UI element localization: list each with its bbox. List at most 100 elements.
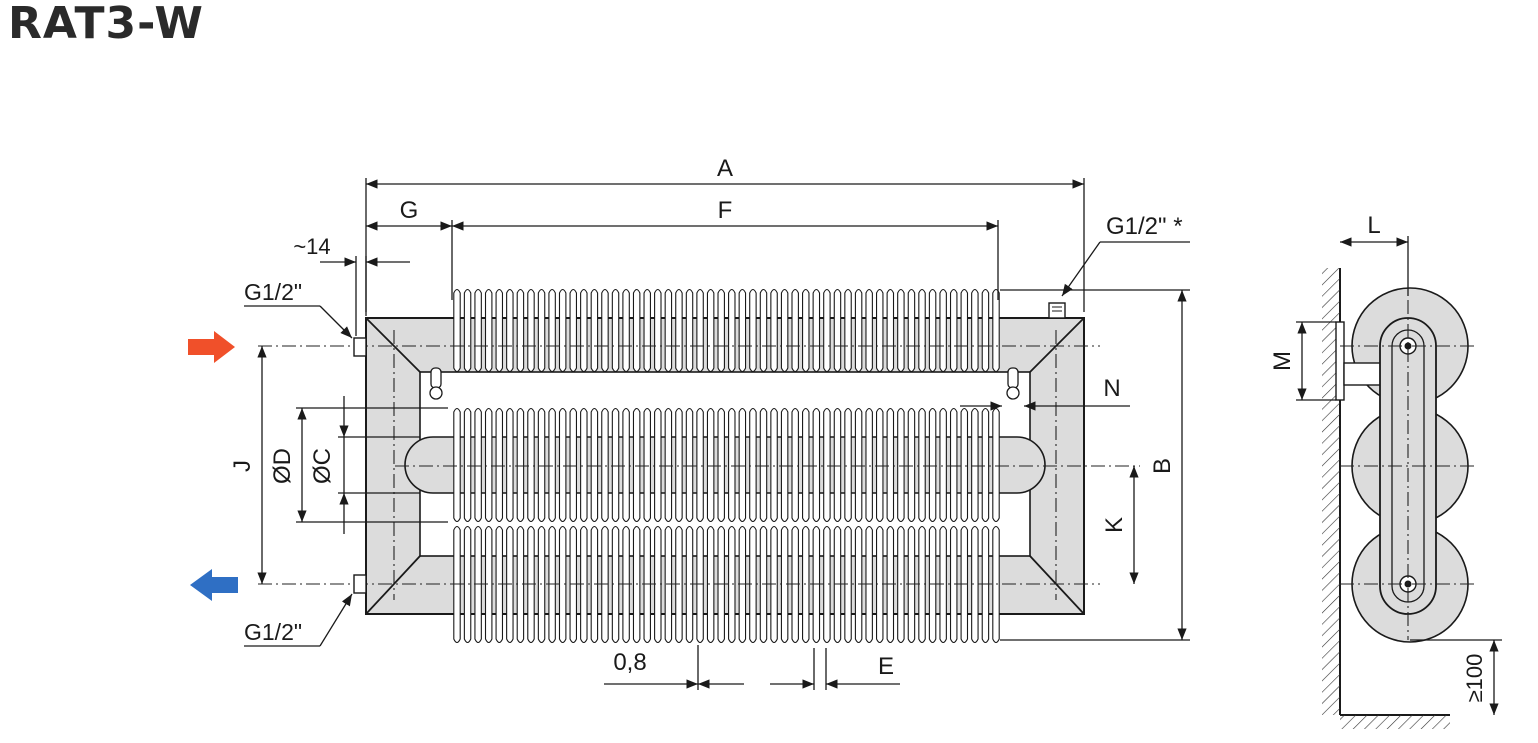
fin — [728, 288, 736, 373]
fin — [706, 288, 715, 373]
fin — [569, 288, 578, 373]
fin — [981, 407, 990, 523]
fin — [548, 407, 556, 523]
dimension-c-label: ØC — [309, 448, 336, 484]
fin — [875, 525, 884, 644]
fin — [949, 407, 958, 523]
bracket-hook-left — [429, 367, 443, 400]
fin — [675, 288, 683, 373]
fin — [527, 288, 535, 373]
fin — [495, 288, 504, 373]
inlet-thread-label: G1/2" — [244, 279, 302, 305]
fin — [802, 288, 810, 373]
fin — [992, 407, 1000, 523]
fin — [537, 288, 546, 373]
dimension-g-label: G — [400, 197, 419, 224]
fin — [611, 525, 620, 644]
dimension-n-label: N — [1103, 375, 1120, 402]
outlet-connection — [353, 574, 367, 594]
fin — [632, 288, 641, 373]
front-view — [188, 288, 1140, 644]
fin — [706, 407, 715, 523]
fin — [897, 288, 905, 373]
fin-bank — [453, 288, 1000, 644]
fin — [706, 525, 715, 644]
bracket-hook-right — [1006, 367, 1020, 400]
fin — [506, 288, 514, 373]
fin — [601, 288, 609, 373]
fin — [770, 407, 778, 523]
fin — [463, 525, 472, 644]
fin — [516, 525, 525, 644]
fin — [791, 407, 799, 523]
fin — [939, 407, 947, 523]
fin — [611, 407, 620, 523]
fin — [643, 407, 651, 523]
fin — [812, 407, 821, 523]
fin — [728, 407, 736, 523]
fin — [685, 525, 694, 644]
fin — [812, 288, 821, 373]
fin — [971, 288, 979, 373]
fin — [685, 288, 694, 373]
fin — [580, 288, 588, 373]
fin — [495, 407, 504, 523]
floor-clearance-label: ≥100 — [1462, 654, 1487, 703]
fin — [971, 525, 979, 644]
fin — [823, 525, 831, 644]
fin — [527, 407, 535, 523]
fin — [516, 288, 525, 373]
fin — [664, 288, 673, 373]
fin — [474, 288, 482, 373]
fin — [907, 288, 916, 373]
fin — [484, 407, 493, 523]
fin — [580, 407, 588, 523]
dimension-b-label: B — [1149, 458, 1176, 474]
fin — [907, 407, 916, 523]
fin — [865, 407, 873, 523]
fin — [664, 407, 673, 523]
fin — [918, 525, 926, 644]
dimension-m-label: M — [1269, 351, 1296, 371]
dimension-l-label: L — [1367, 212, 1380, 239]
fin — [453, 407, 461, 523]
front-dimensions: A G F ~14 G1/2" * G1/2" G1/2" J ØD — [229, 155, 1190, 690]
fin — [590, 288, 599, 373]
fin — [696, 288, 704, 373]
fin — [759, 288, 768, 373]
fin — [654, 288, 662, 373]
fin — [558, 288, 567, 373]
fin — [886, 407, 895, 523]
fin — [484, 525, 493, 644]
fin — [611, 288, 620, 373]
fin — [918, 288, 926, 373]
side-view: L M ≥100 — [1269, 212, 1502, 729]
fin — [833, 288, 842, 373]
fin — [632, 407, 641, 523]
fin — [823, 288, 831, 373]
fin — [728, 525, 736, 644]
fin — [844, 288, 852, 373]
fin — [643, 288, 651, 373]
fin — [780, 407, 789, 523]
fin — [897, 407, 905, 523]
page-title: RAT3-W — [8, 0, 204, 49]
fin — [675, 407, 683, 523]
fin — [939, 288, 947, 373]
fin — [971, 407, 979, 523]
arrow-left-icon — [190, 569, 238, 601]
vent-thread-label: G1/2" * — [1106, 213, 1183, 240]
fin — [854, 288, 863, 373]
dimension-f-label: F — [718, 197, 733, 224]
fin — [960, 407, 969, 523]
fin — [717, 288, 725, 373]
fin — [590, 407, 599, 523]
fin — [738, 288, 747, 373]
fin — [696, 407, 704, 523]
fin — [802, 407, 810, 523]
fin — [780, 288, 789, 373]
wall-plate — [1335, 321, 1345, 401]
fin-pitch-label: E — [878, 653, 894, 680]
fin — [463, 407, 472, 523]
